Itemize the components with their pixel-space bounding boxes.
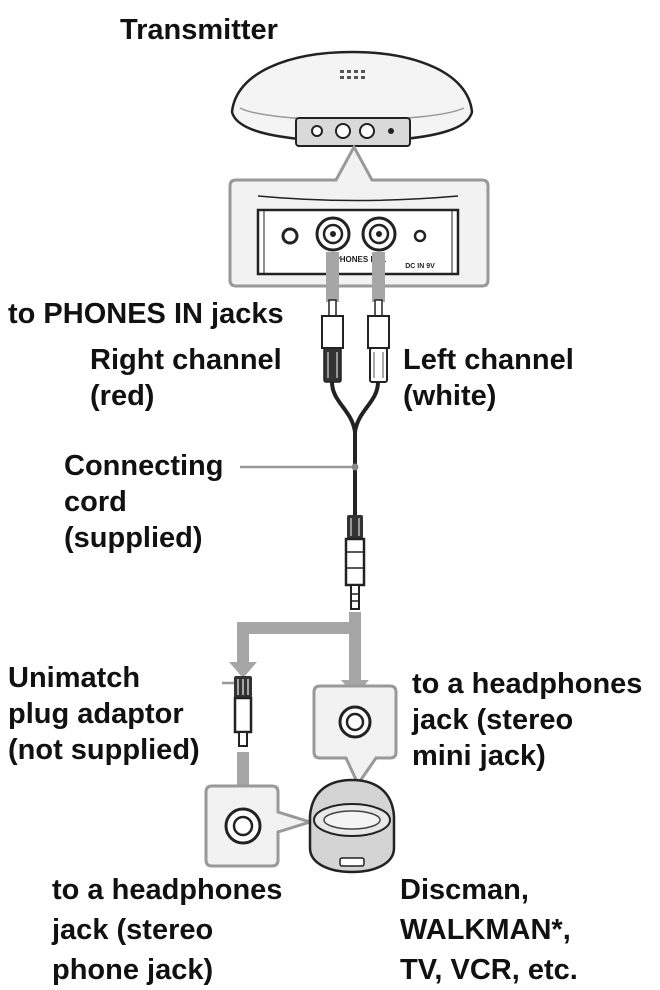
phones-in-label: to PHONES IN jacks — [8, 298, 284, 330]
panel-phones-in-text: R-PHONES IN-L — [326, 255, 386, 264]
phone-jack-label: to a headphones jack (stereo phone jack) — [52, 870, 282, 990]
panel-dc-in-text: DC IN 9V — [405, 263, 435, 270]
jack-panel-callout: R-PHONES IN-L DC IN 9V — [228, 143, 490, 288]
unimatch-adaptor — [233, 676, 253, 747]
devices-line-1: Discman, — [400, 874, 529, 906]
unimatch-label: Unimatch plug adaptor (not supplied) — [8, 660, 200, 768]
y-cable — [330, 381, 380, 515]
rca-plug-right — [321, 299, 344, 383]
left-channel-label: Left channel (white) — [403, 342, 574, 414]
right-channel-line-1: Right channel — [90, 344, 282, 376]
right-channel-label: Right channel (red) — [90, 342, 282, 414]
left-channel-line-2: (white) — [403, 380, 497, 412]
unimatch-line-1: Unimatch — [8, 662, 141, 694]
mini-jack-line-2: jack (stereo — [412, 704, 574, 736]
phone-jack-callout — [204, 784, 316, 868]
connecting-cord-line-3: (supplied) — [64, 522, 203, 554]
phone-jack-line-3: phone jack) — [52, 954, 214, 986]
rca-plug-left — [367, 299, 390, 383]
phone-jack-line-1: to a headphones — [52, 874, 283, 906]
transmitter-device — [230, 50, 474, 147]
unimatch-line-3: (not supplied) — [8, 734, 200, 766]
mini-jack-callout — [312, 684, 398, 788]
devices-line-3: TV, VCR, etc. — [400, 954, 578, 986]
plug-leaders — [326, 252, 385, 302]
cord-junction — [351, 463, 359, 471]
left-channel-line-1: Left channel — [403, 344, 574, 376]
panel-power-jack — [281, 227, 299, 245]
unimatch-line-2: plug adaptor — [8, 698, 184, 730]
mini-jack-line-1: to a headphones — [412, 668, 643, 700]
phone-jack-line-2: jack (stereo — [52, 914, 214, 946]
connecting-cord-label: Connecting cord (supplied) — [64, 448, 224, 556]
mini-jack-line-3: mini jack) — [412, 740, 546, 772]
devices-line-2: WALKMAN*, — [400, 914, 571, 946]
connecting-cord-line-1: Connecting — [64, 450, 224, 482]
portable-player-device — [308, 778, 396, 874]
panel-dc-jack — [413, 229, 427, 243]
stereo-mini-plug — [344, 515, 366, 610]
panel-l-jack — [361, 216, 397, 252]
transmitter-grille — [340, 70, 365, 79]
right-channel-line-2: (red) — [90, 380, 155, 412]
panel-r-jack — [315, 216, 351, 252]
connecting-cord-line-2: cord — [64, 486, 127, 518]
devices-label: Discman, WALKMAN*, TV, VCR, etc. — [400, 870, 578, 990]
transmitter-label: Transmitter — [120, 14, 278, 46]
mini-jack-label: to a headphones jack (stereo mini jack) — [412, 666, 642, 774]
